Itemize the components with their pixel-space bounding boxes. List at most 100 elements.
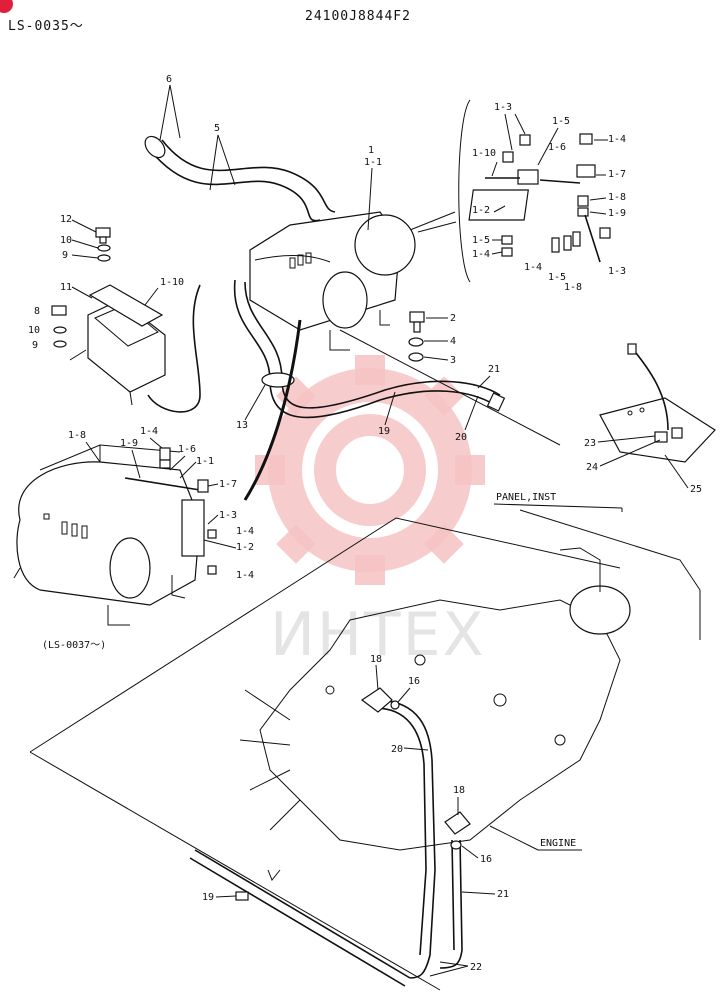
callout-1-5-top: 1-5 [552,116,570,127]
callout-16-upper: 16 [408,676,420,687]
corner-badge-icon [0,0,13,13]
callout-6: 6 [166,74,172,85]
callout-1-1-lower: 1-1 [196,456,214,467]
callout-4: 4 [450,336,456,347]
callout-1-5-bottom: 1-5 [548,272,566,283]
control-cable-thick [243,319,302,501]
callout-8: 8 [34,306,40,317]
control-box-11 [69,284,166,406]
callout-13: 13 [236,420,248,431]
heater-hose-13 [233,279,506,419]
callout-24: 24 [586,462,598,473]
callout-1-10: 1-10 [160,277,184,288]
watermark-text: ИНТЕХ [270,600,486,670]
washer-9 [97,254,111,262]
drawing-number: 24100J8844F2 [305,9,411,24]
lower-hose-20 [374,699,436,979]
callout-12: 12 [60,214,72,225]
leader-6a [159,84,171,141]
heater-hose-5 [144,135,336,222]
callout-1-4-lower: 1-4 [140,426,158,437]
callout-19: 19 [378,426,390,437]
bolt-12 [95,227,111,244]
lower-hose-21 [439,839,463,969]
variant-callouts: 1-8 1-9 1-4 1-6 1-1 1-7 1-3 1-4 1-2 1-4 [68,426,254,581]
callout-1-2-lower: 1-2 [236,542,254,553]
callout-21-lower: 21 [497,889,509,900]
control-cable [147,284,201,413]
callout-1-8-right: 1-8 [608,192,626,203]
callout-18-lower: 18 [453,785,465,796]
washer-4 [408,337,424,347]
callout-9: 9 [62,250,68,261]
serial-range-label: LS-0035～ [8,19,84,34]
detail-inset [417,99,611,283]
heater-unit-variant [13,444,217,626]
washer-3 [408,352,424,362]
callout-1-4-lower-c: 1-4 [236,570,254,581]
watermark-logo [255,355,485,585]
assembly-frame [29,211,621,991]
instrument-panel-lever [599,343,716,463]
callout-1-3-top: 1-3 [494,102,512,113]
callout-1-8-lower: 1-8 [68,430,86,441]
callout-21: 21 [488,364,500,375]
washer-10b [53,326,67,334]
callout-1-4-bottom: 1-4 [524,262,542,273]
bolt-2 [409,311,425,333]
heater-unit-main [249,211,416,351]
callout-1-9-lower: 1-9 [120,438,138,449]
leader-5a [209,134,219,191]
callout-1-6-lower: 1-6 [178,444,196,455]
callout-1-10-top: 1-10 [472,148,496,159]
leader-6b [169,84,181,139]
callout-2: 2 [450,313,456,324]
callout-18-upper: 18 [370,654,382,665]
callout-23: 23 [584,438,596,449]
callout-19-lower: 19 [202,892,214,903]
washer-9b [53,340,67,348]
callout-1-4-top: 1-4 [608,134,626,145]
callout-10: 10 [60,235,72,246]
variant-range-label: (LS-0037～) [42,640,106,651]
bolt-8 [51,305,67,316]
valve-18-lower [444,811,471,850]
callout-20-lower: 20 [391,744,403,755]
callout-16-lower: 16 [480,854,492,865]
callout-1-7-lower: 1-7 [219,479,237,490]
callout-1-6-top: 1-6 [548,142,566,153]
callout-1-1: 1-1 [364,157,382,168]
callout-1-2-left: 1-2 [472,205,490,216]
callout-22: 22 [470,962,482,973]
callout-11: 11 [60,282,72,293]
leader-20 [464,395,479,431]
leader-5b [217,134,236,186]
leader-19 [384,391,396,426]
engine-label: ENGINE [540,838,576,849]
callout-10-b: 10 [28,325,40,336]
lower-pipe-19 [189,849,411,987]
callout-25: 25 [690,484,702,495]
callout-9-b: 9 [32,340,38,351]
callout-1-9-right: 1-9 [608,208,626,219]
callout-1-3-bottom: 1-3 [608,266,626,277]
callout-1-8-bottom: 1-8 [564,282,582,293]
callout-5: 5 [214,123,220,134]
callout-20: 20 [455,432,467,443]
callout-1-5-left: 1-5 [472,235,490,246]
detail-callouts: 1-3 1-5 1-4 1-6 1-10 1-7 1-8 1-2 1-9 1-5… [472,102,626,293]
callout-1: 1 [368,145,374,156]
leader-21 [477,375,491,389]
panel-label: PANEL,INST [496,492,556,503]
callout-1-4-left: 1-4 [472,249,490,260]
callout-1-7-top: 1-7 [608,169,626,180]
valve-18-upper [360,687,400,713]
callout-1-3-lower: 1-3 [219,510,237,521]
engine-block [239,509,701,851]
washer-10 [97,244,111,252]
leader-1 [367,167,373,231]
callout-3: 3 [450,355,456,366]
leader-13 [244,384,266,421]
